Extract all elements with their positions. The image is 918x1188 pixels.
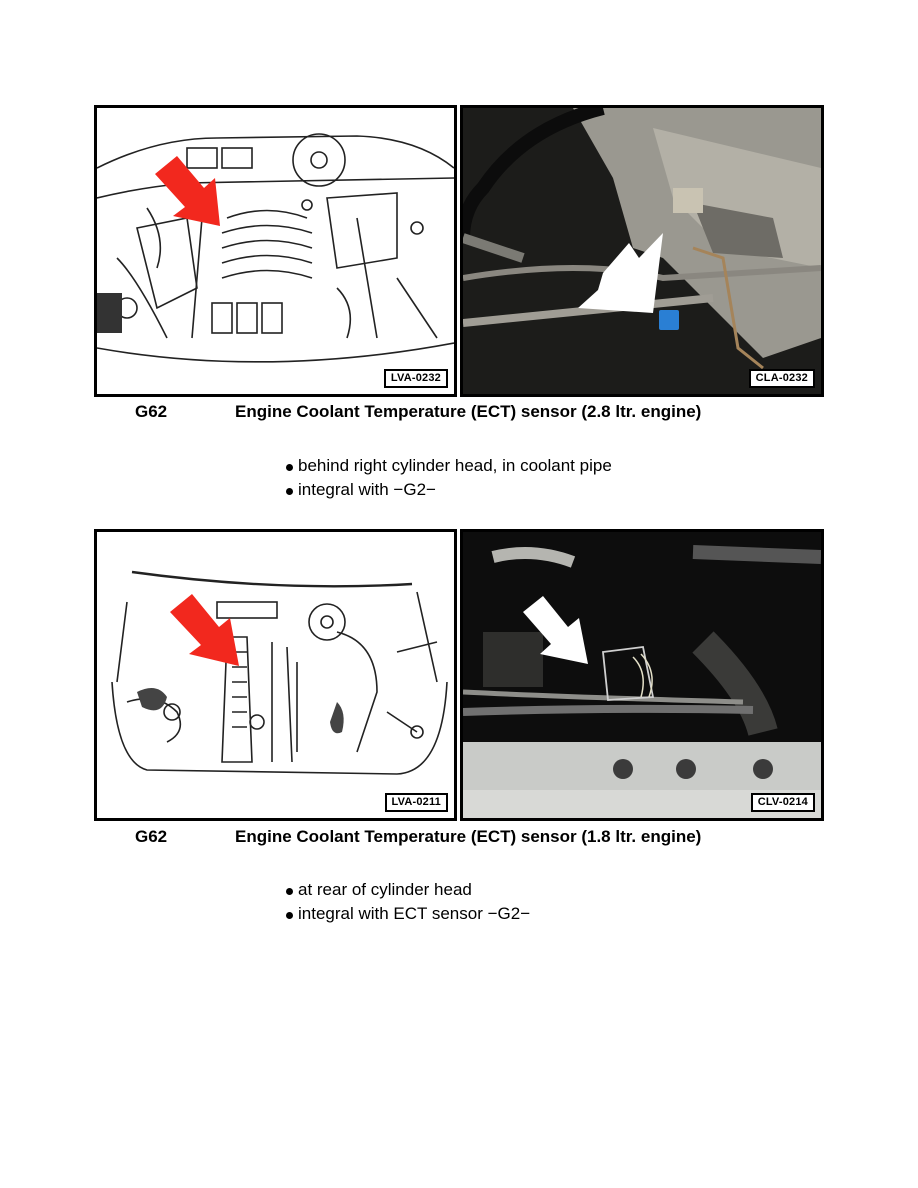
note-item: behind right cylinder head, in coolant p… xyxy=(286,454,612,478)
engine-bay-line-drawing: LVA-0211 xyxy=(94,529,457,821)
bullet-icon xyxy=(286,487,293,495)
engine-drawing-illustration xyxy=(97,133,454,363)
engine-drawing-illustration xyxy=(111,570,448,775)
location-notes: at rear of cylinder head integral with E… xyxy=(286,878,530,926)
photo-reference-label: CLV-0214 xyxy=(750,793,815,812)
drawing-reference-label: LVA-0211 xyxy=(384,793,448,812)
bullet-icon xyxy=(286,887,293,895)
bullet-icon xyxy=(286,463,293,471)
note-item: integral with −G2− xyxy=(286,478,612,502)
engine-photo-illustration xyxy=(463,108,821,394)
note-item: integral with ECT sensor −G2− xyxy=(286,902,530,926)
sensor-connector xyxy=(659,310,679,330)
component-caption: G62 Engine Coolant Temperature (ECT) sen… xyxy=(135,402,795,422)
note-item: at rear of cylinder head xyxy=(286,878,530,902)
engine-photo-illustration xyxy=(463,532,821,818)
location-notes: behind right cylinder head, in coolant p… xyxy=(286,454,612,502)
engine-photo: CLV-0214 xyxy=(460,529,824,821)
component-code: G62 xyxy=(135,827,168,846)
component-caption: G62 Engine Coolant Temperature (ECT) sen… xyxy=(135,827,795,847)
drawing-reference-label: LVA-0232 xyxy=(383,369,448,388)
engine-bay-line-drawing: LVA-0232 xyxy=(94,105,457,397)
component-title: Engine Coolant Temperature (ECT) sensor … xyxy=(235,827,702,846)
figure-row-1-8-engine: LVA-0211 CLV-0214 xyxy=(94,529,824,821)
white-arrow-icon xyxy=(523,596,588,664)
red-arrow-icon xyxy=(155,156,220,226)
photo-reference-label: CLA-0232 xyxy=(748,369,815,388)
figure-row-2-8-engine: LVA-0232 CLA-0232 xyxy=(94,105,824,397)
engine-photo: CLA-0232 xyxy=(460,105,824,397)
component-code: G62 xyxy=(135,402,168,421)
component-title: Engine Coolant Temperature (ECT) sensor … xyxy=(235,402,702,421)
bullet-icon xyxy=(286,911,293,919)
white-arrow-icon xyxy=(578,233,663,313)
red-arrow-icon xyxy=(170,594,239,666)
